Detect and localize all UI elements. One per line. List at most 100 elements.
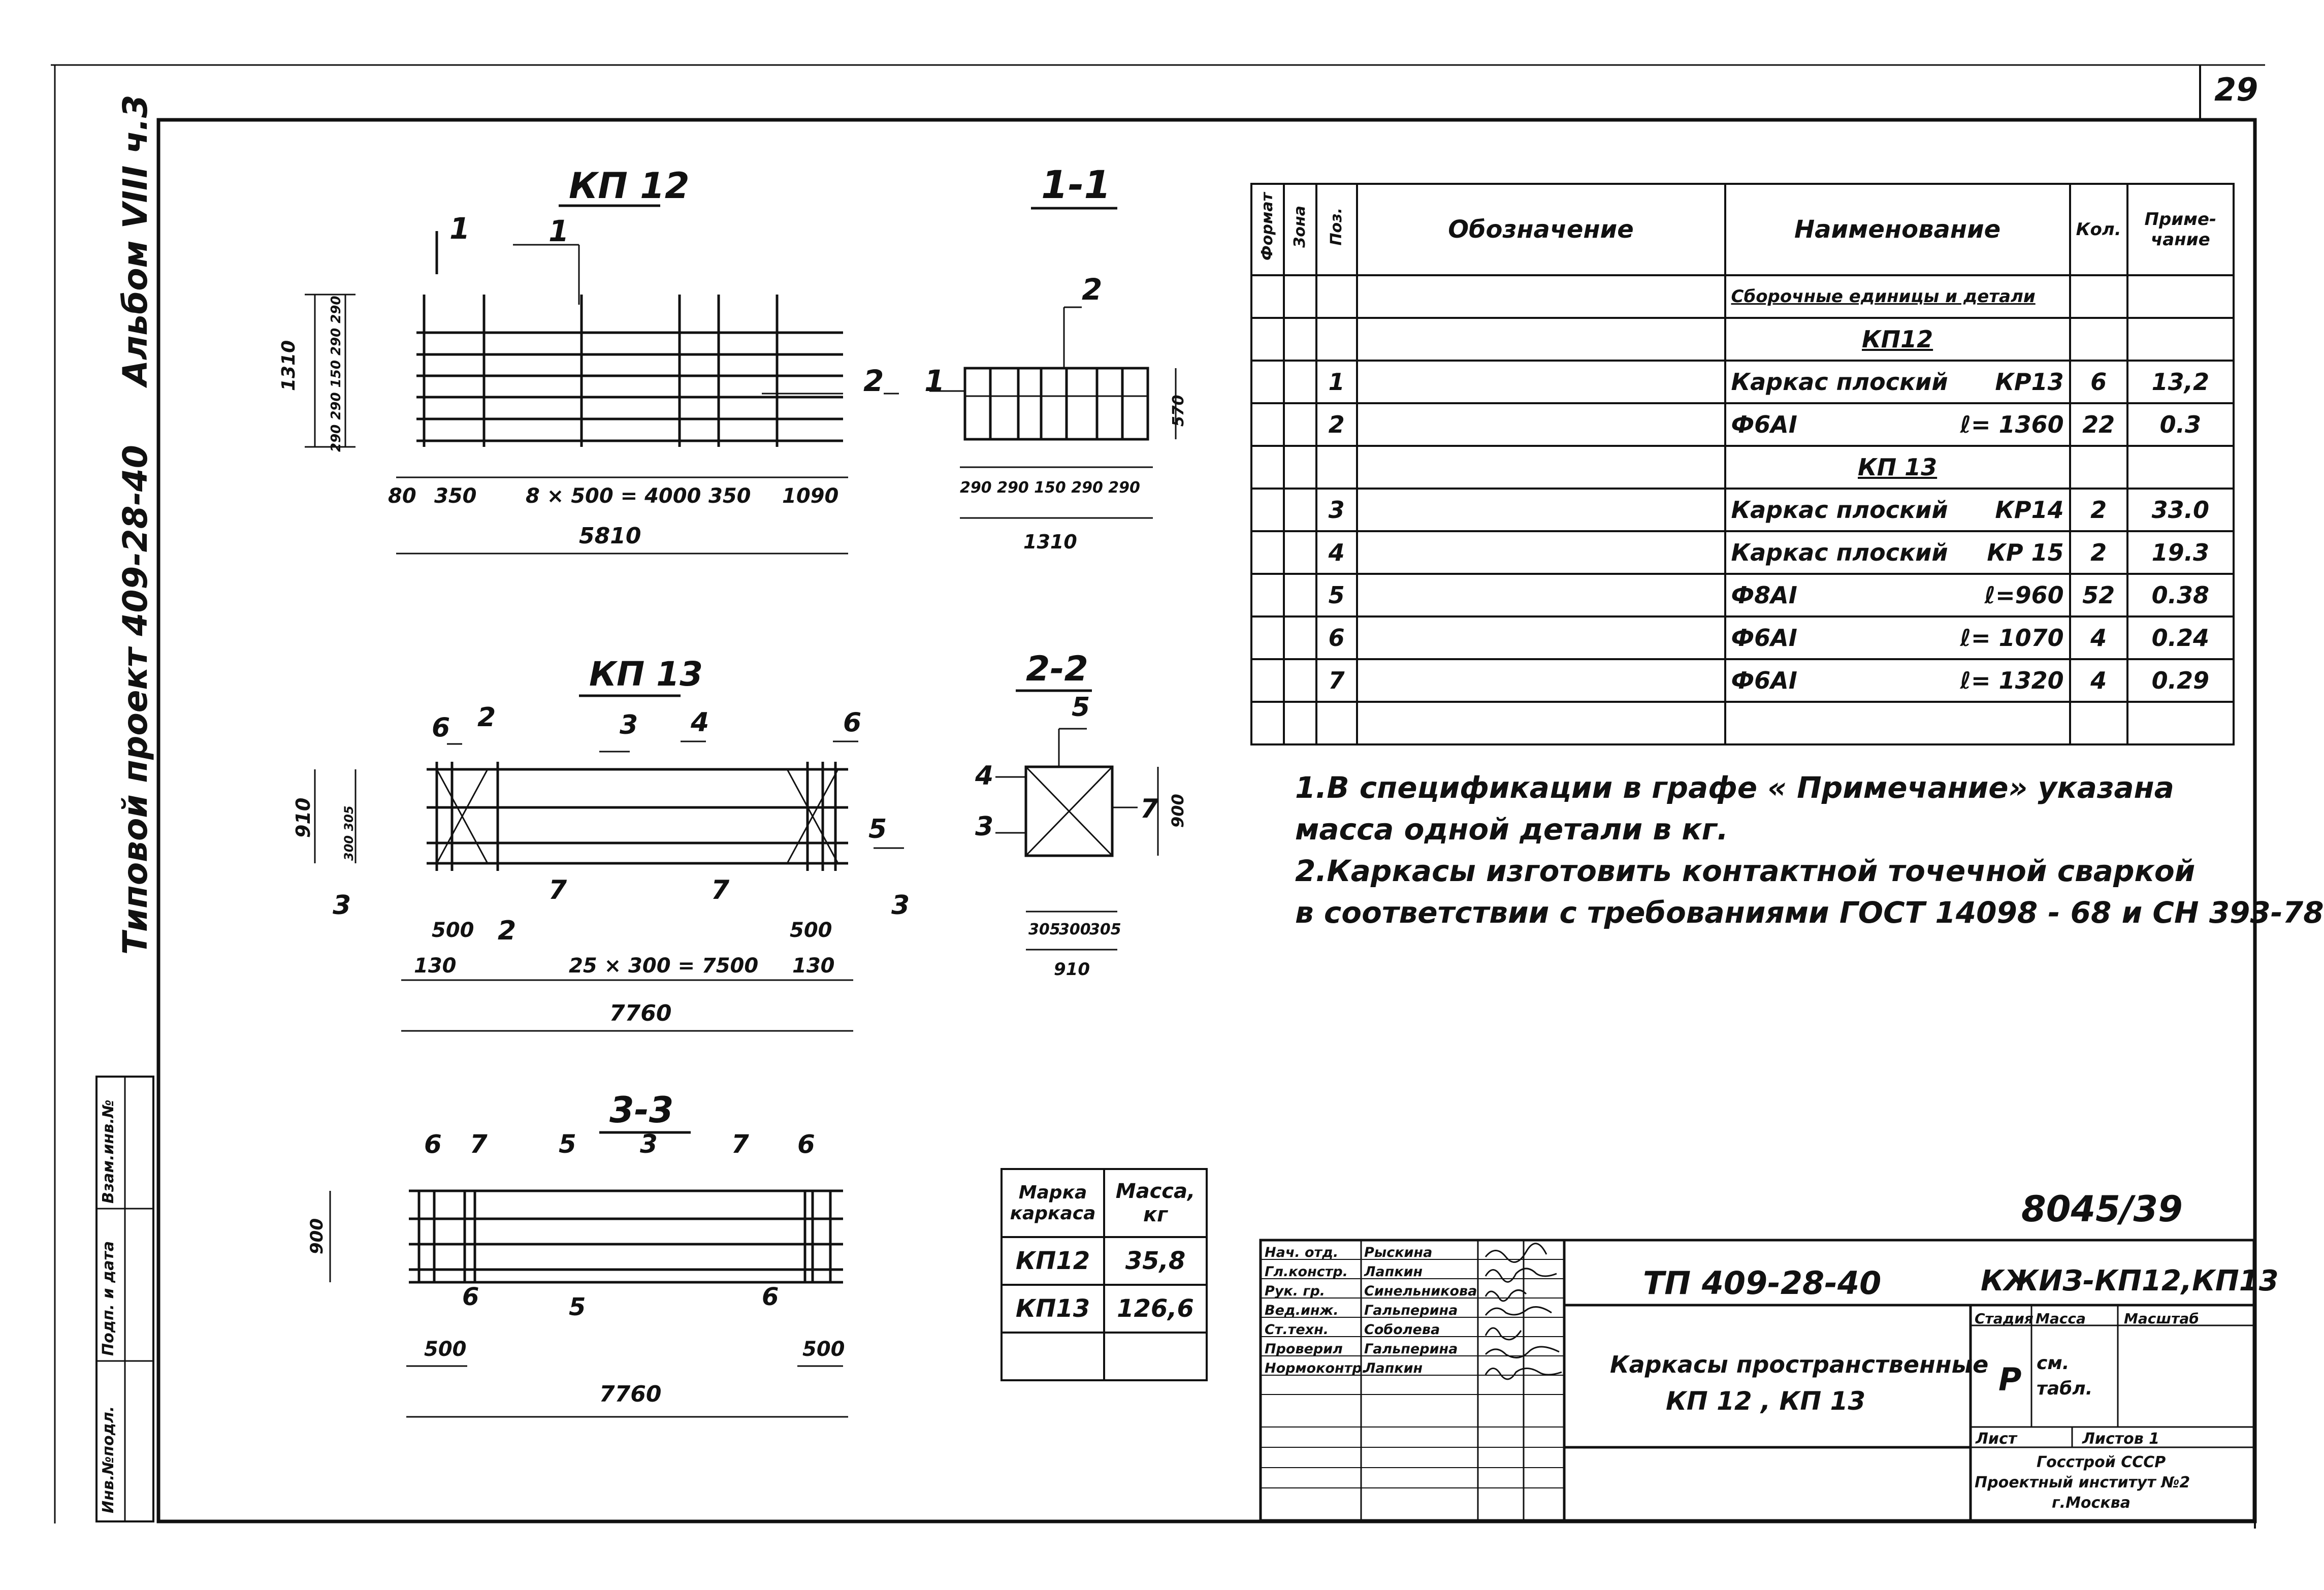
mass-row: КП13 126,6 [1000,1284,1208,1334]
spec-cell-zone [1282,573,1317,618]
spec-cell-name [1724,701,2071,745]
spec-cell-format [1250,530,1285,575]
kp12-dim-4: 1090 [782,484,838,508]
kp12-dim-0: 80 [388,484,416,508]
spec-row [1250,701,2235,745]
spec-cell-format [1250,701,1285,745]
kp12-height-dim: 1310 [278,340,299,391]
section-2-2-dim-0: 305 [1028,921,1060,938]
section-3-3-total: 7760 [599,1381,661,1407]
spec-header-row: Формат Зона Поз. Обозначение Наименовани… [1250,183,2235,276]
role-1: Гл.констр. [1265,1264,1348,1280]
kp13-dim2-1: 25 × 300 = 7500 [569,954,758,978]
signatures [1484,1243,1562,1380]
spec-cell-pos [1315,317,1358,362]
spec-item-name: Каркас плоский [1731,539,1948,566]
spec-cell-name: КП 13 [1724,445,2071,490]
mass-label: Масса [2036,1310,2086,1327]
section-3-3-title: 3-3 [609,1089,673,1131]
spec-item-detail: КР13 [1995,368,2064,396]
kp12-pos-mark-2: 2 [863,364,884,398]
spec-cell-designation [1355,530,1726,575]
kp13-mark-2a: 2 [477,702,496,733]
spec-cell-note: 0.24 [2126,615,2235,660]
spec-cell-format [1250,658,1285,703]
spec-cell-name: Каркас плоский КР 15 [1724,530,2071,575]
role-6: Нормоконтр. [1265,1360,1367,1376]
spec-cell-zone [1282,445,1317,490]
org-line-2: Проектный институт №2 [1975,1474,2190,1491]
spec-cell-qty: 2 [2069,530,2128,575]
spec-cell-format [1250,445,1285,490]
kp13-dim2-0: 130 [414,954,457,978]
kp12-sub-dims: 290 290 150 290 290 [329,296,344,452]
spec-cell-format [1250,402,1285,447]
spec-cell-designation [1355,615,1726,660]
spec-cell-zone [1282,615,1317,660]
sheet-label: Лист [1976,1430,2017,1448]
spec-cell-pos: 6 [1315,615,1358,660]
kp12-elevation: КП 12 1 1 [278,165,899,555]
spec-item-name: КП12 [1862,326,1933,353]
section-2-2-mark-3: 3 [975,812,993,842]
spec-item-detail: КР 15 [1987,539,2064,566]
section-2-2-mark-7: 7 [1140,794,1159,824]
spec-cell-note: 0.29 [2126,658,2235,703]
section-1-1-title: 1-1 [1041,162,1111,207]
kp13-total: 7760 [609,1000,671,1026]
project-label: Типовой проект 409-28-40 [116,445,155,955]
section-3-3-dim-right: 500 [802,1338,845,1361]
spec-cell-zone [1282,701,1317,745]
spec-cell-pos: 2 [1315,402,1358,447]
spec-cell-qty [2069,317,2128,362]
kp12-title: КП 12 [569,165,690,207]
kp13-mark-5: 5 [868,814,887,845]
spec-cell-pos [1315,274,1358,319]
role-5: Проверил [1265,1341,1343,1357]
section-3-3: 3-3 6 7 5 3 7 6 6 5 6 900 500 [307,1089,848,1418]
spec-cell-designation [1355,701,1726,745]
kp13-mark-3a: 3 [333,890,351,921]
section-3-3-top-mark-3: 3 [640,1129,658,1159]
note-line-2: масса одной детали в кг. [1295,812,1728,847]
spec-header-format: Формат [1250,183,1285,276]
section-2-2-title: 2-2 [1026,649,1088,689]
title-line-1: Каркасы пространственные [1610,1351,1989,1378]
spec-row: Сборочные единицы и детали [1250,274,2235,319]
kp13-mark-7b: 7 [711,875,730,905]
stage-label: Стадия [1975,1310,2034,1327]
spec-cell-format [1250,360,1285,404]
spec-item-name: Ф6АI [1731,411,1797,438]
note-line-3: 2.Каркасы изготовить контактной точечной… [1295,854,2196,888]
section-3-3-top-mark-1: 7 [470,1129,488,1159]
spec-cell-format [1250,615,1285,660]
stamp-label-inv: Инв.№подл. [100,1406,117,1513]
section-3-3-height: 900 [307,1218,327,1254]
section-3-3-dim-left: 500 [424,1338,467,1361]
mass-row [1000,1332,1208,1381]
project-code: ТП 409-28-40 [1643,1264,1882,1302]
person-2: Синельникова [1364,1283,1477,1299]
kp12-total: 5810 [579,523,641,549]
person-6: Лапкин [1364,1360,1423,1376]
spec-cell-designation [1355,445,1726,490]
spec-cell-zone [1282,488,1317,532]
mass-cell-mark [1000,1332,1105,1381]
spec-cell-note: 13,2 [2126,360,2235,404]
person-1: Лапкин [1364,1264,1423,1280]
mass-table: Марка каркаса Масса, кг КП12 35,8 КП13 1… [1000,1168,1208,1381]
spec-header-pos: Поз. [1315,183,1358,276]
kp13-mark-3b: 3 [891,890,910,921]
kp13-height: 910 [292,798,314,838]
section-1-1: 1-1 2 1 570 290 290 150 290 290 1310 [924,162,1187,553]
spec-item-detail: КР14 [1995,496,2064,524]
mass-cell-value: 126,6 [1103,1284,1208,1334]
spec-cell-note: 33.0 [2126,488,2235,532]
kp13-elevation: КП 13 6 2 3 [292,655,910,1032]
